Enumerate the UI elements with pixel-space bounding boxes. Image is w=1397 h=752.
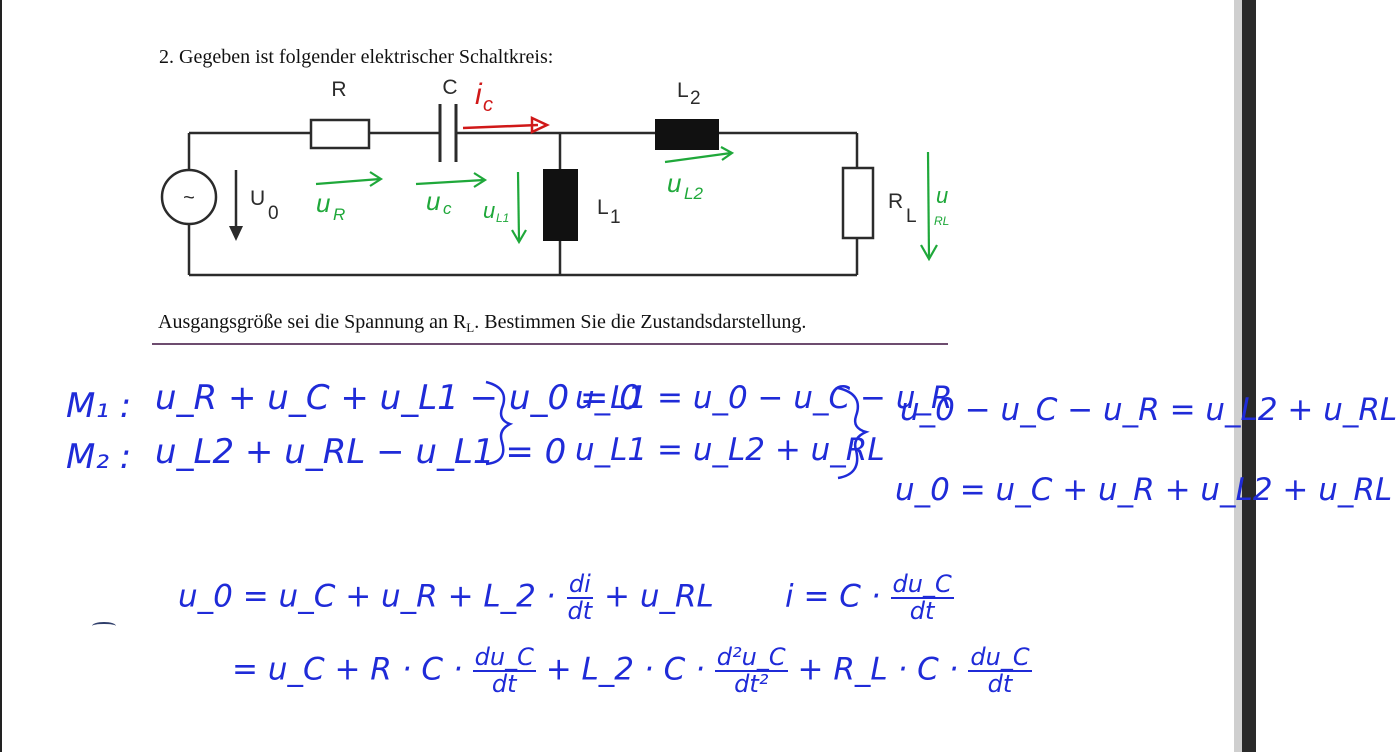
derivation-line-2-start: = u_C + R · C ·: [232, 651, 463, 688]
task-statement: 2. Gegeben ist folgender elektrischer Sc…: [159, 46, 553, 69]
label-ic-sub: c: [483, 94, 493, 116]
label-l1: L: [597, 196, 609, 219]
stray-pen-mark: [92, 622, 116, 630]
mesh1-equation: u_R + u_C + u_L1 − u_0 = 0: [155, 378, 641, 418]
ur-arrow: [315, 177, 381, 186]
derivation-line-2-mid: + L_2 · C ·: [545, 651, 705, 688]
label-l1-sub: 1: [610, 207, 621, 228]
label-ul1: u: [483, 198, 495, 223]
label-url: u: [936, 183, 948, 208]
line2-fraction-1-numerator: du_C: [472, 643, 536, 673]
label-ul1-sub: L1: [496, 211, 509, 225]
url-arrow-head: [920, 244, 938, 262]
line2-fraction-2-numerator: d²u_C: [714, 643, 788, 673]
mesh1-label: M₁ :: [66, 386, 132, 426]
inductor-l1: [543, 169, 578, 241]
scan-right-edge-shadow: [1234, 0, 1242, 752]
scan-left-edge: [0, 0, 2, 752]
mesh2-equation: u_L2 + u_RL − u_L1 = 0: [155, 432, 567, 472]
brace-2: [837, 386, 870, 480]
line2-fraction-2-denominator: dt²: [734, 670, 769, 699]
voltage-labels: u R u c u L1 u L2 u RL: [316, 168, 949, 228]
label-r: R: [331, 78, 346, 101]
label-ur: u: [316, 188, 330, 218]
line2-fraction-3-numerator: du_C: [968, 643, 1032, 673]
output-statement-subscript: L: [466, 320, 475, 335]
circuit-diagram: ~ U 0 R C L 2 L 1 R L i c: [160, 76, 949, 277]
output-statement: Ausgangsgröße sei die Spannung an RL. Be…: [158, 311, 807, 335]
task-number: 2.: [159, 46, 174, 68]
di-dt-denominator: dt: [567, 597, 593, 626]
resistor-r: [309, 118, 371, 150]
label-rl: R: [888, 190, 903, 213]
mesh2-label: M₂ :: [66, 437, 132, 477]
line2-fraction-1-denominator: dt: [491, 670, 517, 699]
combined-equation-2: u_0 = u_C + u_R + u_L2 + u_RL: [895, 472, 1393, 508]
duc-dt-denominator: dt: [909, 597, 935, 626]
label-uc-sub: c: [443, 199, 452, 218]
resistor-rl: [841, 166, 875, 240]
current-ic-annotation: i c: [462, 78, 550, 134]
task-text: Gegeben ist folgender elektrischer Schal…: [179, 46, 554, 68]
derivation-line-1-end: + u_RL: [603, 578, 714, 615]
separator-line: [152, 343, 948, 345]
voltage-source-symbol: [160, 168, 218, 226]
voltage-annotations: [315, 146, 938, 262]
derivation-line-1-start: u_0 = u_C + u_R + L_2 ·: [178, 578, 556, 615]
scan-right-edge: [1242, 0, 1256, 752]
label-url-sub: RL: [934, 214, 949, 228]
ur-arrow-head: [369, 171, 384, 187]
voltage-source-tilde: ~: [183, 187, 195, 209]
label-uc: u: [426, 186, 440, 216]
label-c: C: [442, 76, 457, 99]
label-ur-sub: R: [333, 205, 345, 224]
ul2-arrow: [664, 151, 732, 164]
inductor-l2: [655, 119, 719, 150]
label-rl-sub: L: [906, 206, 917, 227]
ul1-from-mesh2: u_L1 = u_L2 + u_RL: [575, 432, 885, 468]
ul1-from-mesh1: u_L1 = u_0 − u_C − u_R: [575, 380, 953, 416]
label-u0-sub: 0: [268, 203, 279, 224]
brace-1: [485, 380, 514, 466]
ul1-arrow: [516, 171, 521, 241]
label-l2-sub: 2: [690, 88, 701, 109]
output-statement-text: Ausgangsgröße sei die Spannung an R: [158, 311, 467, 333]
label-l2: L: [677, 79, 689, 102]
u0-arrow-head: [229, 226, 243, 241]
line2-fraction-3-denominator: dt: [987, 670, 1013, 699]
label-ic: i: [475, 78, 483, 111]
url-arrow: [926, 151, 931, 258]
duc-dt-numerator: du_C: [890, 570, 954, 600]
label-ul2: u: [667, 168, 681, 198]
di-dt-numerator: di: [566, 570, 593, 600]
uc-arrow-head: [473, 172, 488, 188]
ul1-arrow-head: [511, 229, 527, 245]
current-ic-arrow: [462, 123, 539, 130]
label-u0: U: [250, 187, 265, 210]
derivation-line-2-mid2: + R_L · C ·: [797, 651, 959, 688]
combined-equation-1: u_0 − u_C − u_R = u_L2 + u_RL: [900, 392, 1397, 428]
label-ul2-sub: L2: [684, 184, 703, 203]
uc-arrow: [415, 178, 485, 186]
output-statement-text-end: . Bestimmen Sie die Zustandsdarstellung.: [474, 311, 807, 333]
ul2-arrow-head: [720, 146, 735, 161]
circuit-wires: [187, 131, 859, 277]
current-ic-arrow-head: [530, 116, 550, 134]
current-definition-lhs: i = C ·: [785, 578, 881, 615]
